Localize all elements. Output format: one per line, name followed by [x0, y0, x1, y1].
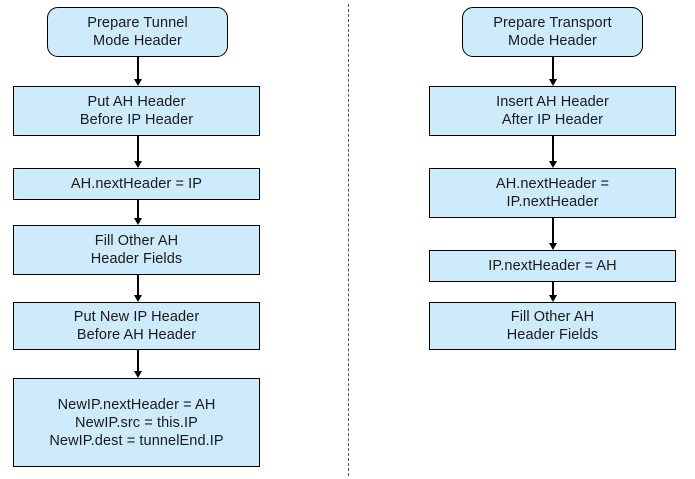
node-transport-ah-nextheader[interactable]: AH.nextHeader = IP.nextHeader [429, 168, 676, 218]
node-transport-insert-ah-header[interactable]: Insert AH Header After IP Header [429, 86, 676, 136]
column-divider [348, 4, 349, 476]
node-text-line: Before IP Header [79, 112, 194, 128]
connector-tunnel-1 [133, 57, 142, 86]
node-tunnel-put-new-ip-header[interactable]: Put New IP Header Before AH Header [13, 302, 260, 350]
node-text-line: Prepare Transport [493, 15, 612, 31]
node-text-line: Put AH Header [87, 94, 186, 110]
node-text-line: Fill Other AH [94, 233, 179, 249]
node-text-line: Prepare Tunnel [87, 15, 188, 31]
node-text-line: Mode Header [508, 33, 597, 49]
node-text-line: NewIP.src = this.IP [75, 414, 198, 431]
node-tunnel-start[interactable]: Prepare Tunnel Mode Header [47, 7, 228, 57]
node-tunnel-ah-nextheader[interactable]: AH.nextHeader = IP [13, 168, 260, 200]
connector-transport-1 [548, 57, 557, 86]
connector-tunnel-3 [133, 200, 142, 225]
node-text-line: Fill Other AH [510, 309, 595, 325]
node-text-line: Insert AH Header [496, 94, 609, 110]
node-text-line: AH.nextHeader = [495, 176, 610, 192]
connector-transport-4 [548, 282, 557, 302]
node-transport-fill-other-ah[interactable]: Fill Other AH Header Fields [429, 302, 676, 350]
node-text-line: AH.nextHeader = IP [70, 176, 203, 192]
node-tunnel-newip-assignments[interactable]: NewIP.nextHeader = AH NewIP.src = this.I… [13, 378, 260, 467]
node-text-line: Put New IP Header [73, 309, 200, 325]
node-transport-ip-nextheader[interactable]: IP.nextHeader = AH [429, 250, 676, 282]
connector-tunnel-4 [133, 275, 142, 302]
node-text-line: Mode Header [93, 33, 182, 49]
connector-transport-3 [548, 218, 557, 250]
node-text-line: IP.nextHeader [506, 194, 599, 210]
node-tunnel-put-ah-header[interactable]: Put AH Header Before IP Header [13, 86, 260, 136]
node-tunnel-fill-other-ah[interactable]: Fill Other AH Header Fields [13, 225, 260, 275]
node-text-line: Before AH Header [76, 327, 197, 343]
node-text-line: Header Fields [506, 327, 599, 343]
node-text-line: Header Fields [90, 251, 183, 267]
node-text-line: After IP Header [501, 112, 604, 128]
node-transport-start[interactable]: Prepare Transport Mode Header [462, 7, 643, 57]
connector-tunnel-5 [133, 350, 142, 378]
connector-transport-2 [548, 136, 557, 168]
node-text-line: IP.nextHeader = AH [488, 258, 617, 274]
node-text-line: NewIP.nextHeader = AH [57, 396, 216, 413]
node-text-line: NewIP.dest = tunnelEnd.IP [49, 432, 224, 449]
connector-tunnel-2 [133, 136, 142, 168]
